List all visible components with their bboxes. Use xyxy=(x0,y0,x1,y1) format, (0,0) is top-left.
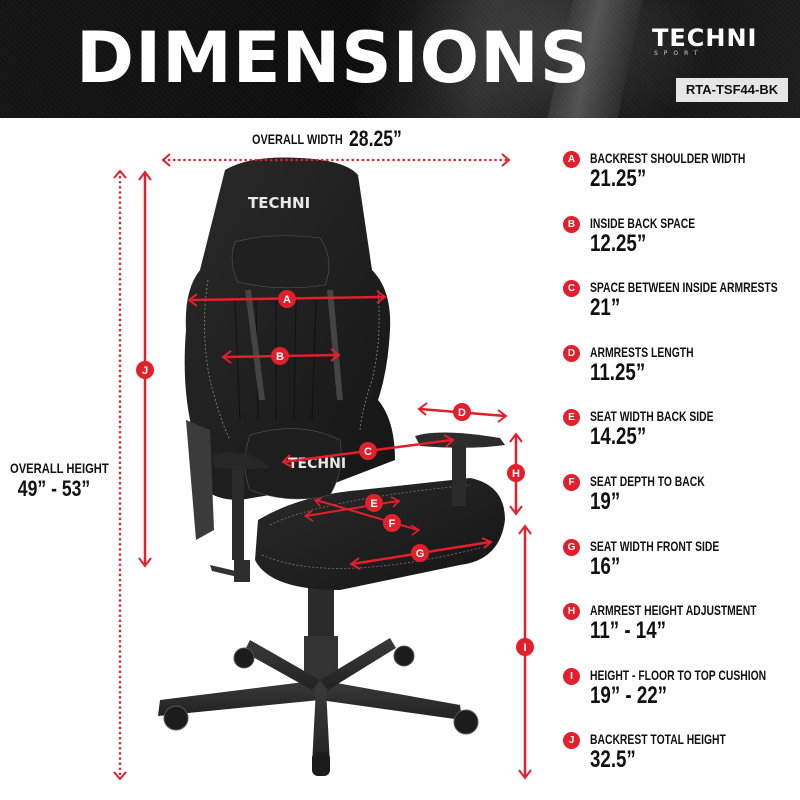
brand-logo: TECHNI SPORT xyxy=(652,26,772,58)
spec-value: 32.5” xyxy=(590,746,636,774)
spec-badge-e: E xyxy=(563,409,580,427)
spec-badge-i: I xyxy=(563,667,580,685)
spec-item-b: B INSIDE BACK SPACE 12.25” xyxy=(563,213,800,278)
spec-value: 12.25” xyxy=(590,229,647,257)
spec-badge-g: G xyxy=(563,538,580,556)
dim-line-f: F xyxy=(313,497,421,536)
spec-name: SEAT WIDTH FRONT SIDE xyxy=(590,537,720,554)
spec-value: 14.25” xyxy=(590,423,647,451)
brand-logo-sub: SPORT xyxy=(654,50,704,57)
spec-value: 21” xyxy=(590,294,621,322)
svg-text:B: B xyxy=(276,351,284,363)
headrest-logo: TECHNI xyxy=(248,194,310,212)
spec-item-g: G SEAT WIDTH FRONT SIDE 16” xyxy=(563,536,800,601)
overall-height-label: OVERALL HEIGHT 49” - 53” xyxy=(10,460,120,502)
overall-width-value: 28.25” xyxy=(349,126,402,151)
dimension-spec-list: A BACKREST SHOULDER WIDTH 21.25” B INSID… xyxy=(563,148,800,794)
svg-text:A: A xyxy=(283,294,291,306)
dim-line-h: H xyxy=(507,432,525,516)
svg-text:J: J xyxy=(142,365,148,377)
spec-value: 11.25” xyxy=(590,358,646,386)
spec-name: SPACE BETWEEN INSIDE ARMRESTS xyxy=(590,279,778,296)
spec-badge-f: F xyxy=(563,473,580,491)
spec-badge-j: J xyxy=(563,732,580,750)
spec-item-j: J BACKREST TOTAL HEIGHT 32.5” xyxy=(563,729,800,794)
chair-armrests xyxy=(212,432,505,560)
dim-line-c: C xyxy=(281,434,455,468)
dim-line-b: B xyxy=(221,347,341,365)
spec-value: 19” - 22” xyxy=(590,681,668,709)
spec-value: 16” xyxy=(590,552,621,580)
spec-name: ARMRESTS LENGTH xyxy=(590,343,694,360)
spec-name: INSIDE BACK SPACE xyxy=(590,214,696,231)
dim-line-g: G xyxy=(349,537,493,570)
dim-line-d: D xyxy=(417,402,508,423)
header-banner: DIMENSIONS TECHNI SPORT RTA-TSF44-BK xyxy=(0,0,800,118)
spec-name: HEIGHT - FLOOR TO TOP CUSHION xyxy=(590,666,767,683)
dim-line-i: I xyxy=(516,524,534,780)
overall-width-label: OVERALL WIDTH 28.25” xyxy=(252,126,402,151)
dim-line-a: A xyxy=(187,290,387,308)
page-title: DIMENSIONS xyxy=(76,17,592,99)
spec-item-e: E SEAT WIDTH BACK SIDE 14.25” xyxy=(563,406,800,471)
svg-text:G: G xyxy=(416,548,425,560)
spec-value: 11” - 14” xyxy=(590,617,666,645)
overall-height-caption: OVERALL HEIGHT xyxy=(10,460,109,476)
spec-badge-c: C xyxy=(563,280,580,298)
svg-text:H: H xyxy=(512,468,520,480)
sku-badge: RTA-TSF44-BK xyxy=(676,78,788,102)
dim-line-j: J xyxy=(136,170,154,568)
spec-badge-a: A xyxy=(563,151,580,168)
spec-name: SEAT DEPTH TO BACK xyxy=(590,472,705,489)
chair-seat xyxy=(210,478,505,590)
overall-height-value: 49” - 53” xyxy=(17,476,91,501)
spec-item-f: F SEAT DEPTH TO BACK 19” xyxy=(563,471,800,536)
spec-value: 19” xyxy=(590,487,621,515)
spec-name: BACKREST TOTAL HEIGHT xyxy=(590,731,726,748)
spec-value: 21.25” xyxy=(590,165,647,192)
dim-line-e: E xyxy=(303,494,401,522)
spec-name: ARMREST HEIGHT ADJUSTMENT xyxy=(590,602,757,619)
svg-text:E: E xyxy=(370,498,377,510)
spec-badge-h: H xyxy=(563,603,580,621)
spec-item-d: D ARMRESTS LENGTH 11.25” xyxy=(563,342,800,407)
overall-width-caption: OVERALL WIDTH xyxy=(252,131,343,147)
spec-item-a: A BACKREST SHOULDER WIDTH 21.25” xyxy=(563,148,800,213)
svg-text:D: D xyxy=(458,407,466,419)
lumbar-logo: TECHNI xyxy=(288,456,346,472)
brand-logo-main: TECHNI xyxy=(652,24,758,52)
spec-badge-d: D xyxy=(563,344,580,362)
spec-name: BACKREST SHOULDER WIDTH xyxy=(590,150,746,166)
chair-backrest xyxy=(184,157,395,540)
spec-item-h: H ARMREST HEIGHT ADJUSTMENT 11” - 14” xyxy=(563,600,800,665)
overall-width-arrow xyxy=(161,153,511,167)
spec-name: SEAT WIDTH BACK SIDE xyxy=(590,408,714,425)
spec-item-c: C SPACE BETWEEN INSIDE ARMRESTS 21” xyxy=(563,277,800,342)
spec-item-i: I HEIGHT - FLOOR TO TOP CUSHION 19” - 22… xyxy=(563,665,800,730)
svg-text:F: F xyxy=(389,518,396,530)
chair-base xyxy=(158,580,479,776)
svg-text:I: I xyxy=(523,642,526,654)
svg-text:C: C xyxy=(364,446,372,458)
spec-badge-b: B xyxy=(563,215,580,233)
